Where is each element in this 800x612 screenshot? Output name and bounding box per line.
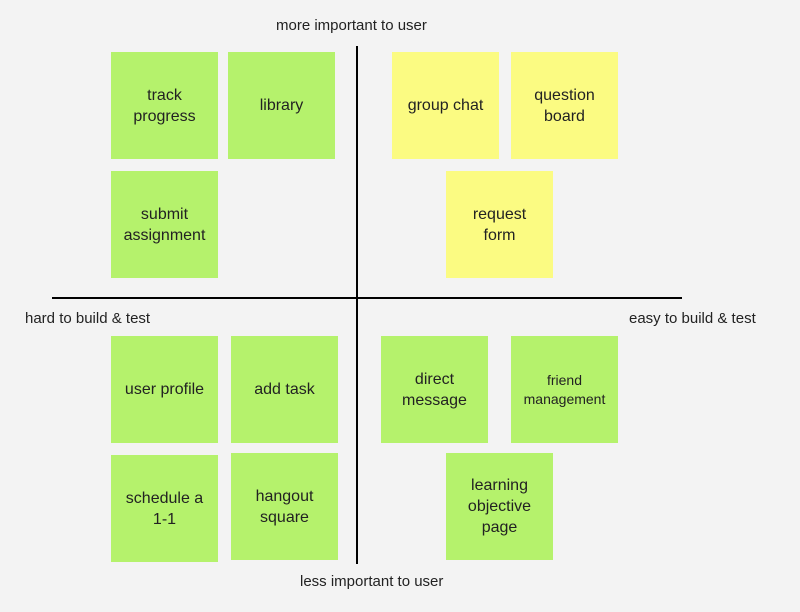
axis-label-top: more important to user xyxy=(276,17,427,34)
horizontal-axis xyxy=(52,297,682,299)
sticky-note-group-chat[interactable]: group chat xyxy=(392,52,499,159)
sticky-note-library[interactable]: library xyxy=(228,52,335,159)
axis-label-left: hard to build & test xyxy=(25,310,151,327)
axis-label-right: easy to build & test xyxy=(629,310,756,327)
sticky-note-request-form[interactable]: request form xyxy=(446,171,553,278)
sticky-note-question-board[interactable]: question board xyxy=(511,52,618,159)
sticky-note-user-profile[interactable]: user profile xyxy=(111,336,218,443)
axis-label-bottom: less important to user xyxy=(300,573,444,590)
vertical-axis xyxy=(356,46,358,564)
sticky-note-submit-assignment[interactable]: submit assignment xyxy=(111,171,218,278)
sticky-note-track-progress[interactable]: track progress xyxy=(111,52,218,159)
sticky-note-learning-objective[interactable]: learning objective page xyxy=(446,453,553,560)
sticky-note-hangout-square[interactable]: hangout square xyxy=(231,453,338,560)
sticky-note-friend-management[interactable]: friend management xyxy=(511,336,618,443)
sticky-note-schedule[interactable]: schedule a 1-1 xyxy=(111,455,218,562)
sticky-note-direct-message[interactable]: direct message xyxy=(381,336,488,443)
sticky-note-add-task[interactable]: add task xyxy=(231,336,338,443)
